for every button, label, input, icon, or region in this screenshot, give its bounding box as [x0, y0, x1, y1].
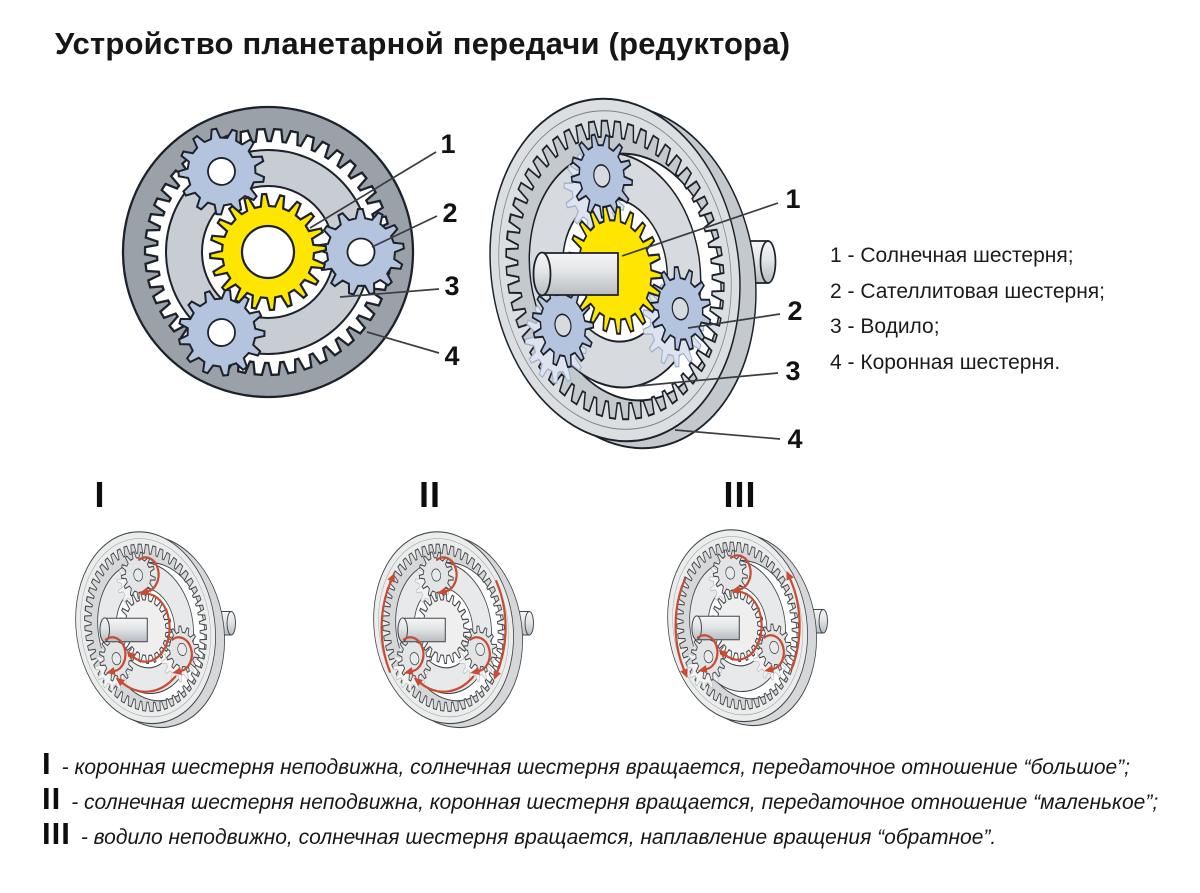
mode-1-diagram	[75, 531, 236, 729]
svg-text:4: 4	[787, 424, 802, 454]
legend-item-ring: 4 - Коронная шестерня.	[830, 350, 1061, 374]
mode-2-caption-row: II - солнечная шестерня неподвижна, коро…	[42, 781, 1192, 817]
svg-text:1: 1	[785, 184, 800, 214]
legend-item-planet: 2 - Сателлитовая шестерня;	[830, 279, 1105, 303]
mode-3-diagram	[667, 529, 828, 727]
mode-2-diagram	[373, 531, 534, 729]
mode-1-caption-numeral: I	[42, 746, 52, 781]
svg-text:3: 3	[444, 271, 459, 301]
svg-text:3: 3	[785, 356, 800, 386]
svg-text:4: 4	[444, 341, 459, 371]
mode-2-caption-numeral: II	[42, 781, 62, 816]
svg-text:2: 2	[442, 198, 457, 228]
mode-2-caption-text: - солнечная шестерня неподвижна, коронна…	[71, 791, 1159, 814]
planetary-gear-iso-view: 1 2 3 4	[489, 97, 803, 454]
legend: 1 - Солнечная шестерня; 2 - Сателлитовая…	[830, 238, 1105, 380]
mode-1-numeral: I	[94, 474, 106, 515]
svg-text:2: 2	[787, 296, 802, 326]
mode-1-caption-row: I - коронная шестерня неподвижна, солнеч…	[42, 746, 1192, 782]
mode-3-caption-text: - водило неподвижно, солнечная шестерня …	[80, 826, 997, 849]
legend-item-carrier: 3 - Водило;	[830, 315, 940, 338]
mode-3-caption-row: III - водило неподвижно, солнечная шесте…	[42, 816, 1192, 852]
mode-1-caption-text: - коронная шестерня неподвижна, солнечна…	[61, 756, 1131, 779]
mode-3-numeral: III	[723, 474, 757, 515]
mode-3-caption-numeral: III	[42, 816, 71, 851]
svg-text:1: 1	[440, 129, 455, 159]
mode-2-numeral: II	[418, 474, 442, 515]
planetary-gear-front-view: 1 2 3 4	[121, 105, 460, 399]
legend-item-sun: 1 - Солнечная шестерня;	[830, 244, 1074, 267]
page-title: Устройство планетарной передачи (редукто…	[55, 26, 791, 61]
